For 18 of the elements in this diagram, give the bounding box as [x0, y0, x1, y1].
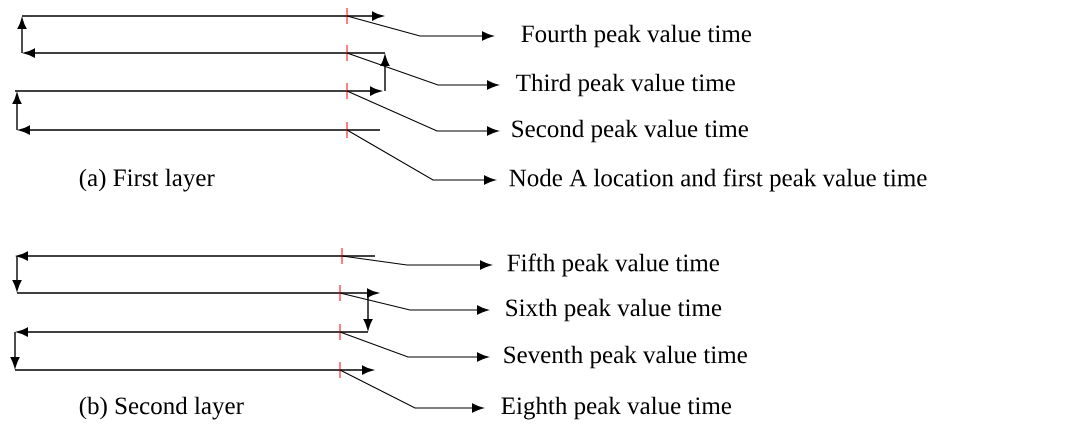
text-label: Third peak value time [516, 73, 735, 97]
text-label: Sixth peak value time [506, 298, 722, 322]
leader-line [339, 292, 489, 315]
text-label: Seventh peak value time [504, 345, 747, 369]
leader-line [346, 52, 499, 90]
caption: (a) First layer [79, 168, 215, 192]
leader-line [341, 255, 492, 270]
text-label: Fourth peak value time [521, 24, 752, 48]
text-label: Node A location and first peak value time [509, 168, 927, 192]
text-label: Eighth peak value time [501, 396, 732, 420]
text-label: Fifth peak value time [507, 253, 719, 277]
leader-line [346, 15, 494, 41]
text-label: Second peak value time [512, 119, 748, 143]
leader-line [339, 331, 489, 362]
leader-line [346, 90, 499, 136]
leader-line [339, 369, 484, 413]
caption: (b) Second layer [79, 396, 244, 420]
leader-line [346, 129, 496, 185]
